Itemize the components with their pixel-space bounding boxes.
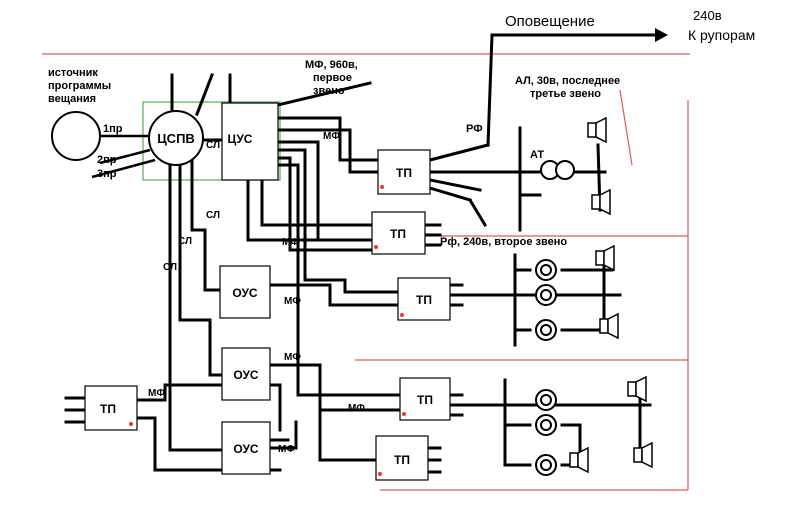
sl-label-2: СЛ <box>206 210 220 221</box>
output-voltage-label: 240в <box>693 8 722 23</box>
mf-label-4: МФ <box>284 352 301 363</box>
ous-node-2: ОУС <box>221 347 271 401</box>
program-source-node <box>51 111 101 161</box>
tp-node-1: ТП <box>377 149 431 195</box>
cus-label: ЦУС <box>228 132 253 146</box>
csvp-label: ЦСПВ <box>157 131 195 146</box>
mf-label-2: МФ <box>282 237 299 248</box>
tp-node-left: ТП <box>84 385 138 431</box>
mf-label-6: МФ <box>348 403 365 414</box>
program-2-label: 2пр <box>97 154 117 166</box>
mf-label-5: МФ <box>148 388 165 399</box>
zone-boundaries <box>42 53 690 491</box>
transformer-at-1 <box>540 160 575 180</box>
tp-label: ТП <box>396 166 412 180</box>
transformer-3 <box>535 284 557 306</box>
mf960-label: МФ, 960в, первое звено <box>305 59 361 97</box>
loudspeaker-icon <box>587 116 607 144</box>
sl-label-3: СЛ <box>178 236 192 247</box>
program-3-label: 3пр <box>97 168 117 180</box>
loudspeaker-icon <box>569 446 589 474</box>
loudspeaker-icon <box>627 375 647 403</box>
rf-label: РФ <box>466 123 483 135</box>
ous-label: ОУС <box>233 368 259 382</box>
tp-label: ТП <box>417 393 433 407</box>
transformer-7 <box>535 454 557 476</box>
mf-label-7: МФ <box>278 444 295 455</box>
tp-node-5: ТП <box>375 435 429 481</box>
tp-label: ТП <box>100 402 116 416</box>
al30-label: АЛ, 30в, последнее третье звено <box>515 75 623 100</box>
loudspeaker-icon <box>591 188 611 216</box>
transformer-6 <box>535 414 557 436</box>
at-label: АТ <box>530 149 544 161</box>
sl-label-4: СЛ <box>163 262 177 273</box>
loudspeaker-icon <box>599 312 619 340</box>
mf-label-1: МФ <box>323 131 340 142</box>
loudspeaker-icon <box>595 244 615 272</box>
tp-node-2: ТП <box>371 211 426 255</box>
ous-node-1: ОУС <box>219 265 271 319</box>
mf-label-3: МФ <box>284 296 301 307</box>
ous-label: ОУС <box>233 442 259 456</box>
transformer-2 <box>535 259 557 281</box>
loudspeaker-icon <box>633 441 653 469</box>
csvp-node <box>148 110 204 166</box>
ous-node-3: ОУС <box>221 421 271 475</box>
tp-label: ТП <box>416 293 432 307</box>
source-label: источник программы вещания <box>48 67 114 105</box>
ous-label: ОУС <box>232 286 258 300</box>
program-1-label: 1пр <box>103 123 123 135</box>
cus-node <box>221 102 279 181</box>
transformer-4 <box>535 319 557 341</box>
to-horns-label: К рупорам <box>688 27 755 43</box>
tp-node-4: ТП <box>399 377 451 421</box>
announce-label: Оповещение <box>505 13 595 30</box>
transformer-5 <box>535 389 557 411</box>
sl-label-1: СЛ <box>206 140 220 151</box>
tp-label: ТП <box>390 227 406 241</box>
rf240-label: Рф, 240в, второе звено <box>440 236 567 248</box>
tp-label: ТП <box>394 453 410 467</box>
tp-node-3: ТП <box>397 277 451 321</box>
